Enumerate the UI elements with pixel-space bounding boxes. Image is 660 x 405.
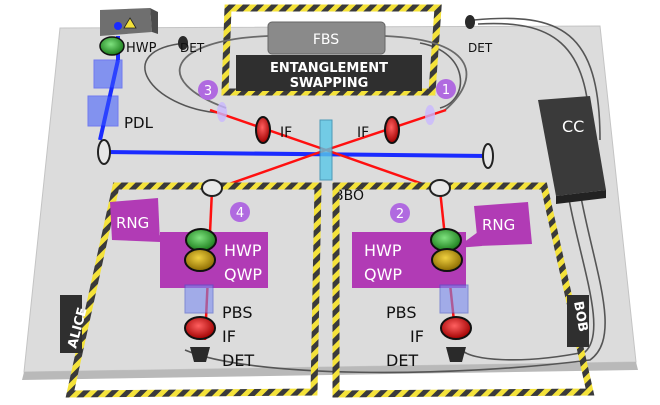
bob-hwp-label: HWP — [364, 241, 402, 260]
lens-1-icon — [425, 105, 435, 125]
laser-icon — [100, 8, 158, 36]
entanglement-swapping-zone — [221, 4, 442, 96]
bob-zone — [332, 182, 595, 398]
bob-qwp-label: QWP — [364, 265, 402, 284]
alice-qwp-label: QWP — [224, 265, 262, 284]
bob-det-label: DET — [386, 351, 418, 370]
fiber-beam-splitter — [267, 21, 386, 55]
if-right-icon — [384, 116, 400, 144]
fiber-cables — [144, 17, 606, 374]
bob-rng — [456, 202, 532, 248]
svg-text:4: 4 — [236, 206, 244, 221]
alice-detector-icon — [190, 347, 210, 362]
alice-rng-label: RNG — [116, 214, 149, 232]
if-right-label: IF — [357, 125, 369, 141]
bob-rng-label: RNG — [482, 216, 515, 234]
svg-text:2: 2 — [396, 207, 404, 222]
bob-if-label: IF — [410, 327, 424, 346]
svg-text:1: 1 — [442, 83, 450, 98]
det-right-label: DET — [468, 41, 493, 55]
port-badge-2: 2 — [390, 203, 410, 223]
port-badge-1: 1 — [436, 79, 456, 99]
alice-if-icon — [184, 316, 216, 340]
bob-pbs-label: PBS — [386, 303, 417, 322]
bob-mirror-icon — [429, 179, 451, 197]
svg-text:3: 3 — [204, 84, 212, 99]
bob-hwp-icon — [430, 228, 462, 252]
alice-hwp-label: HWP — [224, 241, 262, 260]
alice-pbs-icon — [184, 284, 214, 314]
alice-qwp-icon — [184, 248, 216, 272]
entanglement-label-line2: SWAPPING — [290, 76, 369, 91]
entanglement-label-line1: ENTANGLEMENT — [270, 61, 388, 76]
pdl-crystals — [87, 59, 123, 127]
bob-qwp-icon — [431, 248, 463, 272]
if-left-icon — [255, 116, 271, 144]
alice-hwp-icon — [185, 228, 217, 252]
coincidence-counter — [538, 96, 606, 204]
port-badge-3: 3 — [198, 80, 218, 100]
alice-mirror-icon — [201, 179, 223, 197]
pdl-label: PDL — [124, 114, 154, 132]
hwp-top-icon — [99, 36, 125, 56]
warning-icon — [123, 17, 137, 29]
mirror-right-icon — [482, 143, 494, 169]
cc-label: CC — [562, 117, 584, 136]
det-left-label: DET — [180, 41, 205, 55]
fbs-label: FBS — [313, 32, 339, 48]
alice-zone — [65, 182, 322, 398]
alice-det-label: DET — [222, 351, 254, 370]
bob-detector-icon — [446, 347, 466, 362]
hwp-top-label: HWP — [126, 41, 157, 56]
detector-left-icon — [178, 36, 188, 50]
alice-if-label: IF — [222, 327, 236, 346]
lens-3-icon — [217, 102, 227, 122]
detector-right-icon — [465, 15, 475, 29]
if-left-label: IF — [280, 125, 292, 141]
alice-pbs-label: PBS — [222, 303, 253, 322]
bob-if-icon — [440, 316, 472, 340]
mirror-left-icon — [97, 139, 111, 165]
bbo-label: BBO — [334, 188, 364, 204]
bbo-crystal — [319, 119, 333, 181]
bob-tag: BOB — [567, 295, 590, 347]
port-badge-4: 4 — [230, 202, 250, 222]
svg-text:BOB: BOB — [570, 300, 590, 333]
bob-pbs-icon — [439, 284, 469, 314]
